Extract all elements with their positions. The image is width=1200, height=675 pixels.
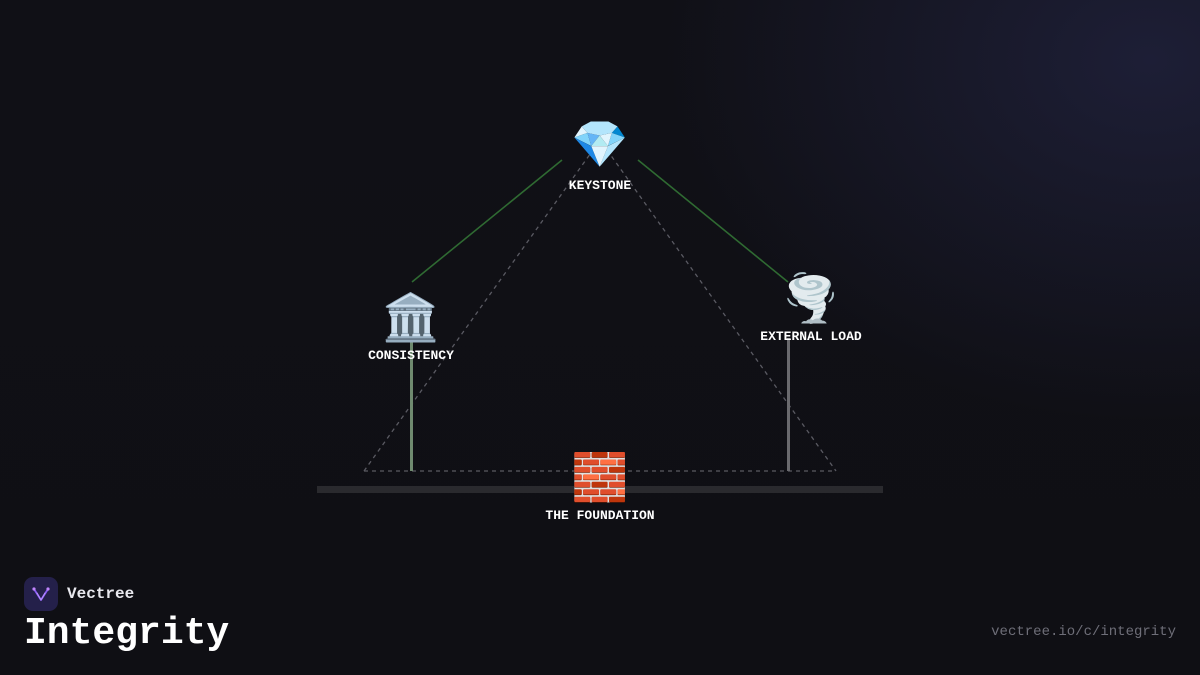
node-label-consistency: CONSISTENCY (368, 348, 454, 363)
dashed-edge-right (606, 149, 837, 472)
node-label-keystone: KEYSTONE (569, 178, 632, 193)
connector-keystone-external-load (637, 159, 789, 283)
brand[interactable]: Vectree (24, 577, 134, 611)
node-keystone: 💎 KEYSTONE (569, 117, 632, 193)
node-label-external-load: EXTERNAL LOAD (760, 329, 862, 344)
foundation-bar (317, 486, 883, 493)
diamond-icon: 💎 (571, 117, 628, 171)
brand-name: Vectree (67, 585, 135, 603)
bricks-icon: 🧱 (571, 450, 628, 504)
node-consistency: 🏛️ CONSISTENCY (368, 290, 454, 363)
vectree-logo-icon (24, 577, 58, 611)
page-url[interactable]: vectree.io/c/integrity (991, 624, 1176, 640)
node-external-load: 🌪️ EXTERNAL LOAD (760, 270, 862, 344)
dashed-edge-left (363, 149, 594, 472)
tornado-icon: 🌪️ (782, 270, 839, 326)
node-label-foundation: THE FOUNDATION (545, 508, 654, 523)
node-foundation: 🧱 THE FOUNDATION (545, 450, 654, 523)
classical-building-icon: 🏛️ (382, 290, 439, 344)
page-title: Integrity (24, 612, 230, 655)
connector-consistency-keystone (411, 159, 563, 283)
